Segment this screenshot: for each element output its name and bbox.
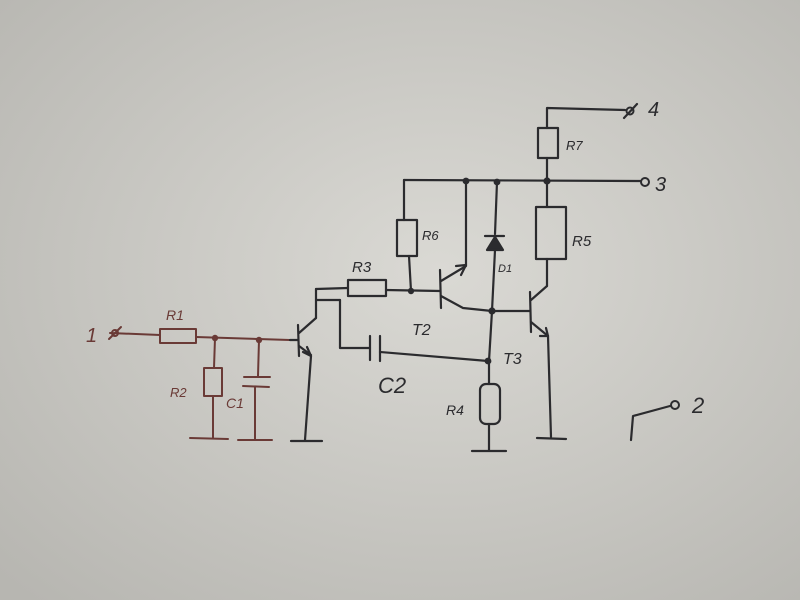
terminal-4-cross bbox=[622, 102, 639, 120]
label-terminal-4: 4 bbox=[648, 99, 659, 121]
wire-c2-to-node bbox=[378, 350, 490, 363]
label-terminal-2: 2 bbox=[691, 393, 704, 418]
label-t2: T2 bbox=[412, 322, 431, 339]
wire-terminal-2 bbox=[629, 404, 672, 442]
terminal-2-circle bbox=[670, 400, 680, 410]
label-r3: R3 bbox=[352, 259, 372, 276]
terminal-2-group bbox=[629, 400, 680, 442]
t3-emitter-wire bbox=[546, 334, 553, 439]
wire-d1-top bbox=[493, 180, 499, 236]
label-r6: R6 bbox=[422, 228, 439, 243]
resistor-r3 bbox=[346, 278, 388, 298]
label-c1: C1 bbox=[226, 395, 244, 411]
wire-d1-bottom bbox=[490, 248, 497, 313]
resistor-r4-group bbox=[470, 359, 508, 453]
wire-r6-bottom bbox=[407, 254, 413, 293]
label-r4: R4 bbox=[446, 402, 464, 418]
t3-base-bar bbox=[528, 290, 533, 334]
label-r1: R1 bbox=[166, 307, 184, 323]
resistor-r6 bbox=[395, 218, 419, 258]
label-r2: R2 bbox=[170, 385, 187, 400]
t2-emitter bbox=[439, 294, 494, 313]
terminal-4-circle bbox=[625, 106, 635, 116]
label-t3: T3 bbox=[503, 351, 522, 368]
wire-r7-to-terminal-4 bbox=[545, 106, 627, 130]
wire-t2-node-to-r4 bbox=[487, 309, 494, 363]
label-c2: C2 bbox=[378, 373, 406, 398]
terminal-3-circle bbox=[640, 177, 650, 187]
t2-base-bar bbox=[438, 268, 443, 310]
supply-rail bbox=[395, 102, 650, 315]
label-terminal-3: 3 bbox=[655, 174, 666, 196]
input-stage bbox=[108, 326, 291, 441]
label-terminal-1: 1 bbox=[86, 325, 97, 347]
wire-r1-to-base bbox=[195, 336, 291, 341]
wire-c1-top bbox=[257, 339, 260, 377]
wire-to-c2 bbox=[338, 298, 372, 350]
ground-r2 bbox=[189, 437, 229, 440]
label-r7: R7 bbox=[566, 138, 583, 153]
terminal-1-circle bbox=[111, 329, 119, 337]
capacitor-c1-plate-bottom bbox=[242, 385, 270, 388]
transistor-t2 bbox=[438, 179, 494, 313]
wire-r2-top bbox=[213, 337, 216, 369]
t3-collector bbox=[529, 284, 549, 302]
label-r5: R5 bbox=[572, 233, 592, 250]
label-d1: D1 bbox=[498, 263, 512, 275]
terminal-1-cross bbox=[108, 326, 122, 340]
transistor-t1 bbox=[288, 298, 342, 443]
resistor-r5 bbox=[534, 205, 568, 261]
t3-emitter bbox=[529, 320, 550, 338]
t1-collector bbox=[297, 316, 318, 335]
t1-base-bar bbox=[296, 323, 301, 358]
wire-to-r3 bbox=[314, 286, 350, 291]
transistor-t3 bbox=[487, 284, 568, 441]
ground-t3 bbox=[535, 436, 568, 441]
t1-emitter-wire bbox=[303, 354, 313, 442]
rail-terminal-3 bbox=[402, 178, 642, 183]
t2-arrow bbox=[454, 263, 468, 277]
